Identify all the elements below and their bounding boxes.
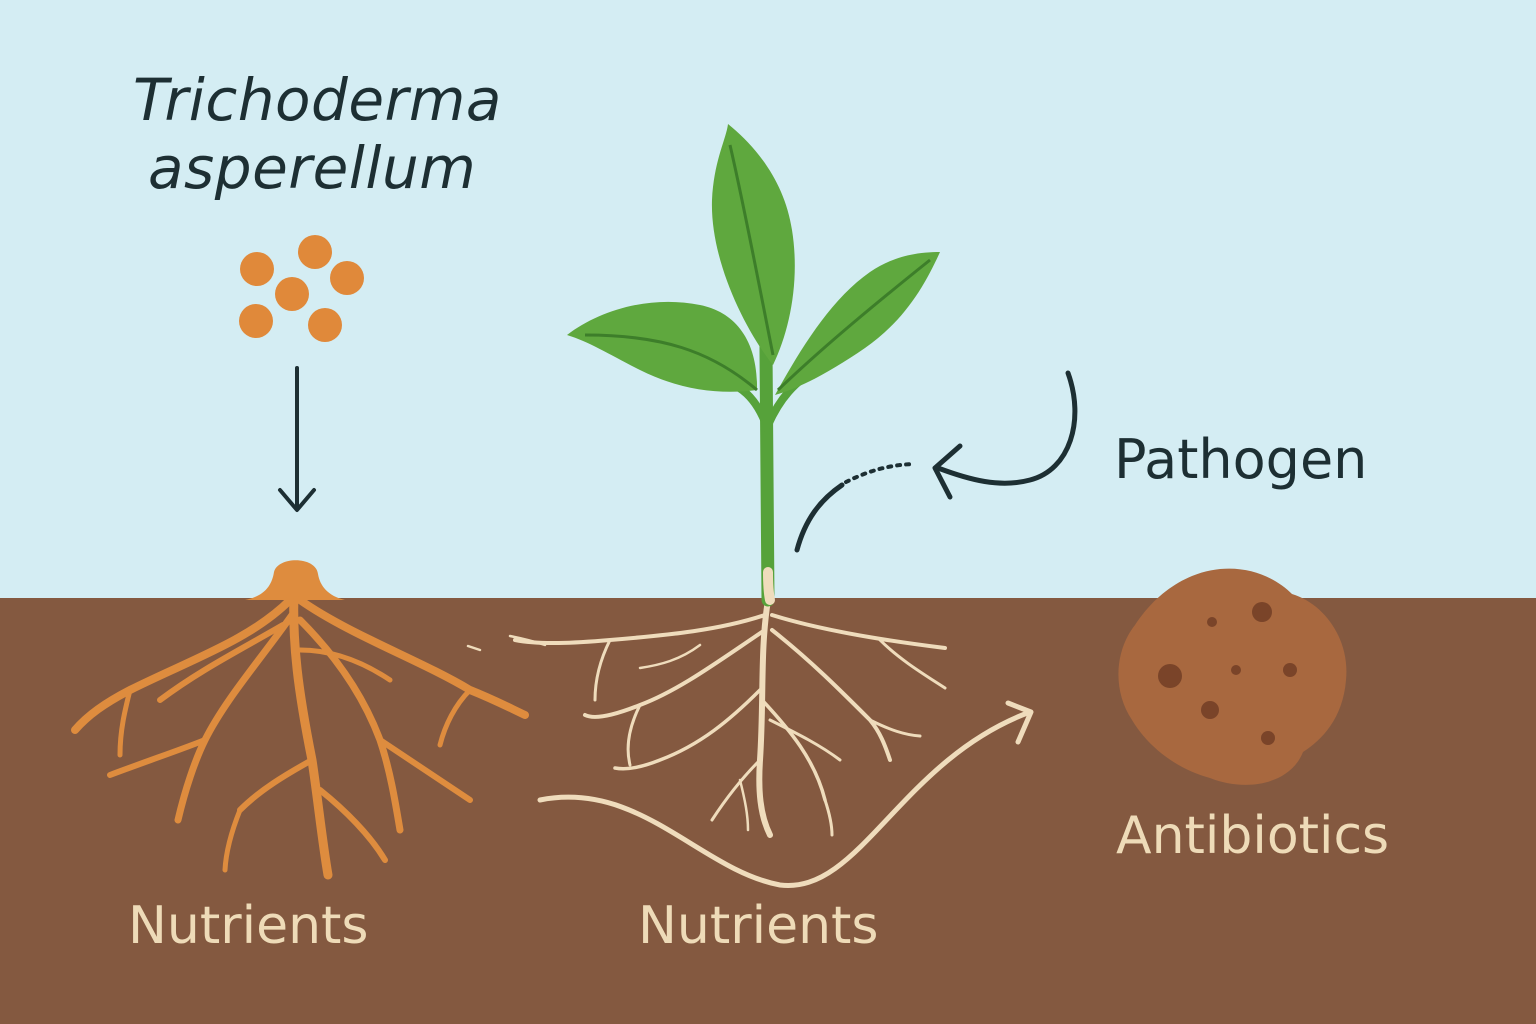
plant-seedling: [567, 124, 940, 607]
spore: [308, 308, 342, 342]
organism-name-line-1: Trichoderma: [133, 66, 502, 134]
spore: [330, 261, 364, 295]
pathogen-blob: [1118, 568, 1347, 785]
spore: [239, 304, 273, 338]
nutrients-center-label: Nutrients: [638, 896, 879, 956]
pathogen-arrow-icon: [794, 370, 1078, 553]
nutrient-flow-arrow-icon: [537, 700, 1034, 888]
down-arrow-icon: [278, 366, 316, 512]
spore-cluster: [239, 235, 364, 342]
fungal-mycelium: [71, 560, 529, 880]
spore: [275, 277, 309, 311]
antibiotics-label: Antibiotics: [1116, 806, 1390, 866]
spore: [298, 235, 332, 269]
spore: [240, 252, 274, 286]
organism-name-line-2: asperellum: [148, 134, 477, 202]
pathogen-label: Pathogen: [1114, 428, 1368, 491]
right-leaf: [775, 252, 940, 395]
center-leaf: [711, 124, 795, 365]
plant-roots: [466, 597, 947, 838]
nutrients-left-label: Nutrients: [128, 896, 369, 956]
left-leaf: [567, 301, 758, 392]
